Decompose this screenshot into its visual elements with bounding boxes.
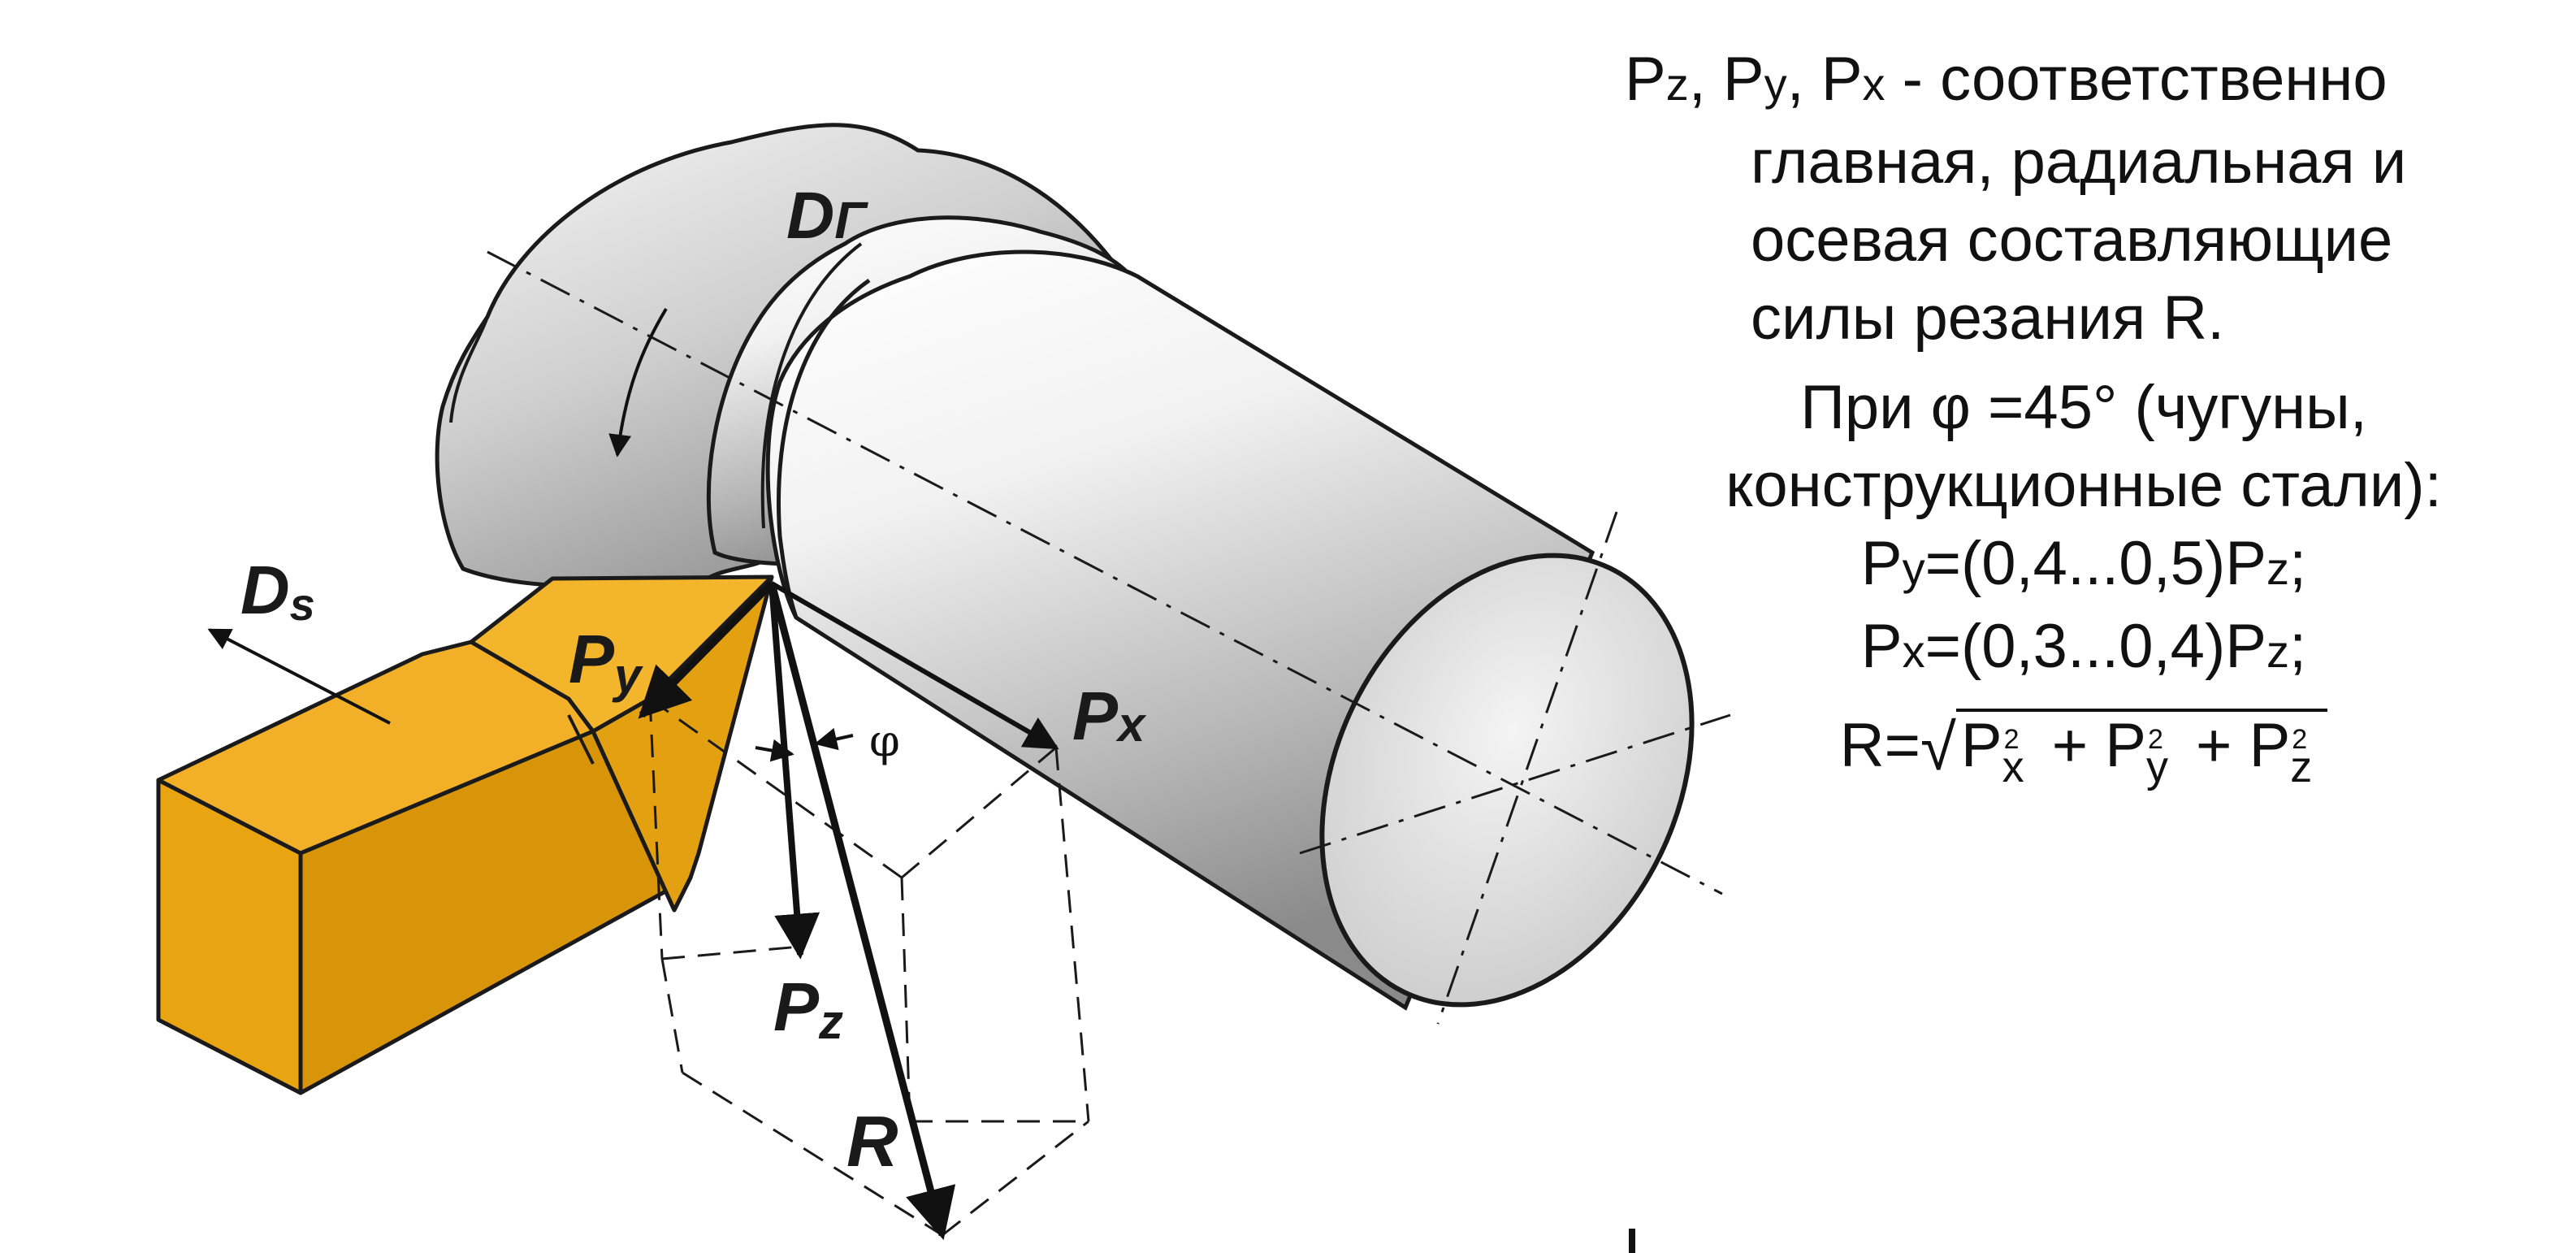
cylinder-end-face (1319, 553, 1695, 1008)
label-px: Px (1072, 678, 1147, 754)
cutting-tool (156, 574, 774, 1095)
axis-lines (487, 250, 1731, 1025)
px-vector (770, 581, 1059, 750)
legend-line-6: конструкционные стали): (1725, 451, 2442, 520)
rotation-arrow (608, 307, 668, 457)
phi-arrow-left (755, 739, 794, 762)
px-formula: Px=(0,3...0,4)Pz; (1860, 612, 2307, 681)
py-vector (638, 580, 775, 719)
py-formula: Py=(0,4...0,5)Pz; (1860, 529, 2307, 598)
workpiece-cylinder (765, 249, 1695, 1011)
label-phi: φ (869, 715, 900, 766)
legend-panel: Pz, Py, Px - соответственно главная, рад… (1625, 41, 2543, 789)
force-vectors (638, 580, 1059, 1241)
label-dg: DГ (786, 179, 868, 253)
small-mark (1629, 1229, 1635, 1253)
sqrt-sign: √ (1920, 711, 1956, 783)
legend-line-2: главная, радиальная и (1751, 128, 2407, 197)
legend-line-1: Pz, Py, Px - соответственно (1625, 45, 2388, 114)
pz-vector (768, 583, 820, 960)
label-ds: Ds (240, 552, 315, 630)
legend-line-4: силы резания R. (1751, 284, 2225, 353)
label-pz: Pz (773, 969, 843, 1049)
label-py: Py (569, 621, 643, 703)
label-r: R (846, 1101, 898, 1181)
phi-arrow-right (814, 727, 854, 751)
r-vector (768, 582, 956, 1241)
legend-line-5: При φ =45° (чугуны, (1800, 373, 2367, 442)
feed-arrow (207, 628, 391, 725)
legend-line-3: осевая составляющие (1751, 206, 2393, 275)
